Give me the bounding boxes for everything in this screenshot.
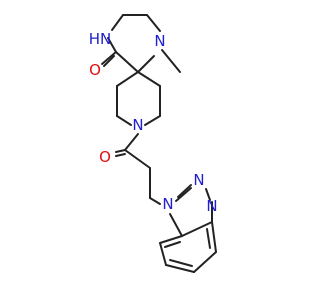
- bond: [116, 115, 132, 126]
- bond: [101, 51, 117, 65]
- bond: [144, 115, 161, 126]
- bond: [175, 187, 192, 202]
- bond: [115, 153, 126, 157]
- bond: [159, 235, 183, 244]
- bond: [169, 213, 183, 237]
- bonds: [101, 14, 217, 273]
- bond: [165, 264, 195, 273]
- bond: [115, 51, 139, 73]
- atom-label-nh: HN: [89, 30, 112, 48]
- bond: [103, 55, 115, 67]
- atom-label-n2-triazole: N: [193, 171, 204, 189]
- bond: [149, 197, 161, 205]
- bond: [137, 55, 155, 73]
- bond: [161, 49, 181, 73]
- bond: [164, 241, 181, 248]
- bond: [146, 14, 161, 32]
- bond: [206, 228, 211, 249]
- bond: [177, 184, 192, 198]
- bond: [137, 71, 161, 87]
- bond: [107, 37, 117, 53]
- bond: [159, 242, 167, 266]
- atom-label-n3-triazole: N: [206, 197, 217, 215]
- bond: [181, 221, 213, 237]
- atom-label-o-amide: O: [99, 148, 111, 166]
- bond: [115, 149, 126, 153]
- bond: [169, 259, 193, 267]
- bond: [193, 251, 217, 273]
- bond: [124, 133, 139, 151]
- atom-label-n1-triazole: N: [162, 195, 173, 213]
- atom-labels: HN N O N O N N N: [89, 30, 218, 215]
- bond: [124, 149, 151, 169]
- atom-label-n-methyl: N: [154, 32, 165, 50]
- bond: [116, 71, 139, 87]
- atom-label-n-piperidine: N: [132, 116, 143, 134]
- atom-label-o-lactam: O: [89, 61, 101, 79]
- structure-canvas: HN N O N O N N N: [89, 14, 218, 273]
- bond: [111, 14, 124, 31]
- bond: [205, 188, 211, 201]
- bond: [211, 221, 217, 253]
